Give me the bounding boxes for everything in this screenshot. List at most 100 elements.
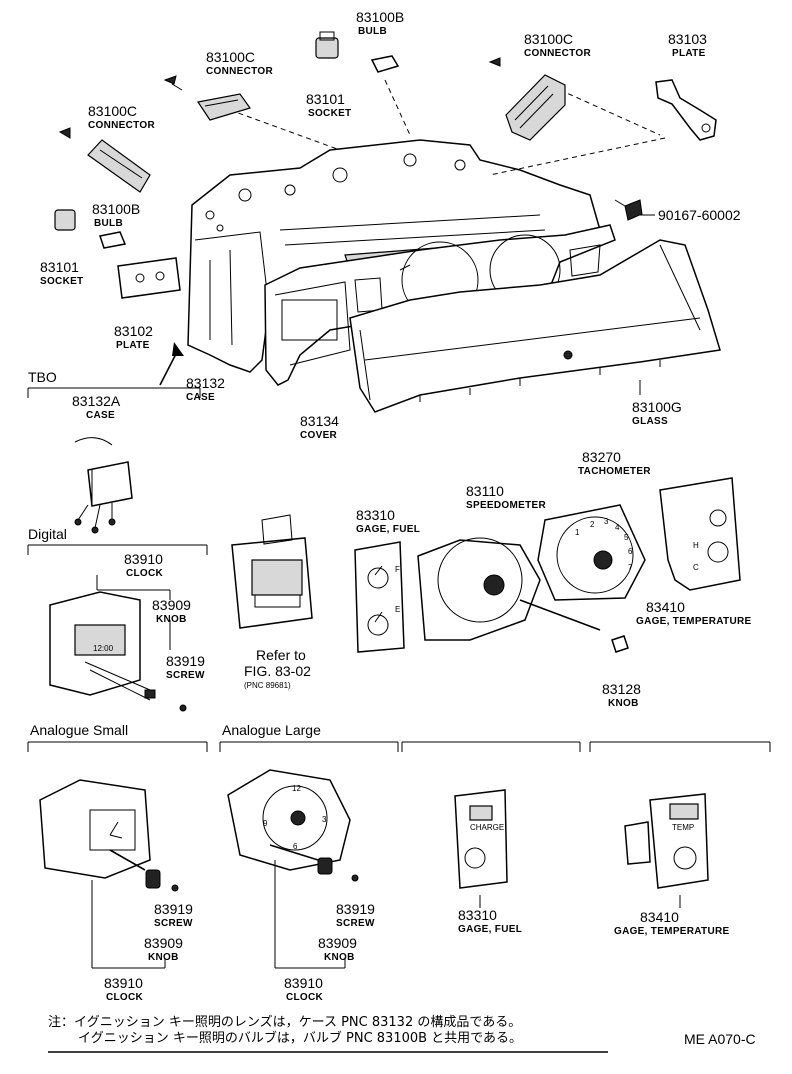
figure-code: ME A070-C (684, 1031, 756, 1047)
callout-case-a-pn: 83132A (72, 393, 121, 409)
clock-mark-9: 9 (263, 819, 268, 828)
tacho-mark-3: 3 (604, 517, 609, 526)
note-line2: イグニッション キー照明のバルブは，バルブ PNC 83100B と共用である。 (78, 1030, 522, 1046)
callout-socket-left-pn: 83101 (40, 259, 79, 275)
socket-top-part (315, 31, 339, 59)
callout-clock-digital-name: CLOCK (126, 568, 164, 579)
callout-socket-top-pn: 83101 (306, 91, 345, 107)
callout-glass-pn: 83100G (632, 399, 682, 415)
temp-mark-h: H (693, 541, 699, 550)
callout-plate-left-pn: 83102 (114, 323, 153, 339)
callout-case-name: CASE (186, 392, 215, 403)
callout-bulb-top-pn: 83100B (356, 9, 404, 25)
lower-fuel-gage-part (454, 789, 508, 889)
callout-screw-small-pn: 83919 (154, 901, 193, 917)
callout-connector-left-name: CONNECTOR (88, 120, 155, 131)
callout-screw-digital-pn: 83919 (166, 653, 205, 669)
temp-lower-label: TEMP (672, 823, 694, 832)
callout-screw-large-pn: 83919 (336, 901, 375, 917)
digital-clock-part (49, 591, 187, 712)
callout-screw-digital-name: SCREW (166, 670, 205, 681)
callout-gage-temp-pn: 83410 (646, 599, 685, 615)
temp-gage-part (659, 477, 741, 591)
fuel-lower-label: CHARGE (470, 823, 504, 832)
callout-gage-fuel-lower-name: GAGE, FUEL (458, 924, 522, 935)
knob-speedo-part (611, 635, 629, 653)
refer-line2: FIG. 83-02 (244, 663, 311, 679)
callout-bulb-top-name: BULB (358, 26, 387, 37)
callout-tachometer-pn: 83270 (582, 449, 621, 465)
temp-mark-c: C (693, 563, 699, 572)
tacho-mark-1: 1 (575, 528, 580, 537)
callout-cover-pn: 83134 (300, 413, 339, 429)
callout-gage-temp-name: GAGE, TEMPERATURE (636, 616, 752, 627)
callout-gage-fuel-pn: 83310 (356, 507, 395, 523)
callout-clock-large-name: CLOCK (286, 992, 324, 1003)
callout-clock-digital-pn: 83910 (124, 551, 163, 567)
callout-gage-temp-lower-pn: 83410 (640, 909, 679, 925)
callout-gage-fuel-name: GAGE, FUEL (356, 524, 420, 535)
instrument-cluster-assembly (159, 79, 721, 413)
callout-knob-digital-pn: 83909 (152, 597, 191, 613)
plate-left-part (117, 257, 181, 299)
callout-glass-name: GLASS (632, 416, 668, 427)
bulb-left-part (99, 231, 127, 249)
combination-meter-part (231, 514, 313, 629)
tachometer-part (537, 504, 646, 601)
callout-socket-left-name: SOCKET (40, 276, 83, 287)
callout-plate-left-name: PLATE (116, 340, 150, 351)
digital-clock-display: 12:00 (93, 644, 114, 653)
connector-right-part (488, 57, 566, 141)
screw-right-part (614, 199, 643, 221)
callout-case-pn: 83132 (186, 375, 225, 391)
footnotes: 注：イグニッション キー照明のレンズは，ケース PNC 83132 の構成品であ… (48, 1014, 756, 1053)
connector-top-part (163, 75, 251, 121)
callout-clock-small-name: CLOCK (106, 992, 144, 1003)
callout-connector-right-name: CONNECTOR (524, 48, 591, 59)
callout-knob-speedo-pn: 83128 (602, 681, 641, 697)
callout-knob-small-pn: 83909 (144, 935, 183, 951)
callout-socket-top-name: SOCKET (308, 108, 351, 119)
bulb-top-part (370, 55, 400, 73)
callout-knob-speedo-name: KNOB (608, 698, 639, 709)
tacho-mark-2: 2 (590, 520, 595, 529)
tacho-mark-5: 5 (624, 533, 629, 542)
tacho-mark-6: 6 (628, 547, 633, 556)
dial-text: 12:00 1 2 3 4 5 6 7 12 3 6 9 F E H C CHA… (93, 517, 699, 851)
callout-plate-right-pn: 83103 (668, 31, 707, 47)
plate-right-part (655, 79, 717, 141)
tacho-mark-4: 4 (615, 523, 620, 532)
callout-gage-fuel-lower-pn: 83310 (458, 907, 497, 923)
tacho-mark-7: 7 (628, 563, 633, 572)
clock-mark-12: 12 (292, 784, 301, 793)
callout-knob-large-pn: 83909 (318, 935, 357, 951)
callout-knob-small-name: KNOB (148, 952, 179, 963)
callout-knob-large-name: KNOB (324, 952, 355, 963)
callout-bulb-left-pn: 83100B (92, 201, 140, 217)
refer-line3: (PNC 89681) (244, 681, 291, 690)
callout-screw-large-name: SCREW (336, 918, 375, 929)
section-tbo: TBO (28, 369, 57, 385)
fuel-mark-e: E (395, 605, 400, 614)
callout-connector-left-pn: 83100C (88, 103, 137, 119)
callout-case-a-name: CASE (86, 410, 115, 421)
callout-speedometer-pn: 83110 (466, 483, 504, 499)
fuel-gage-part (354, 541, 405, 653)
callout-tachometer-name: TACHOMETER (578, 466, 651, 477)
callout-connector-top-name: CONNECTOR (206, 66, 273, 77)
callout-screw-small-name: SCREW (154, 918, 193, 929)
callouts: 83100B BULB 83100C CONNECTOR 83101 SOCKE… (40, 9, 752, 1003)
fuel-mark-f: F (395, 565, 400, 574)
callout-cover-name: COVER (300, 430, 338, 441)
callout-bulb-left-name: BULB (94, 218, 123, 229)
callout-connector-top-pn: 83100C (206, 49, 255, 65)
lower-temp-gage-part (624, 793, 709, 889)
speedometer-part (417, 537, 601, 641)
callout-clock-small-pn: 83910 (104, 975, 143, 991)
section-digital: Digital (28, 526, 67, 542)
callout-gage-temp-lower-name: GAGE, TEMPERATURE (614, 926, 730, 937)
callout-screw-right-pn: 90167-60002 (658, 207, 741, 223)
refer-note: Refer to FIG. 83-02 (PNC 89681) (244, 647, 311, 690)
section-analogue-small: Analogue Small (30, 722, 128, 738)
